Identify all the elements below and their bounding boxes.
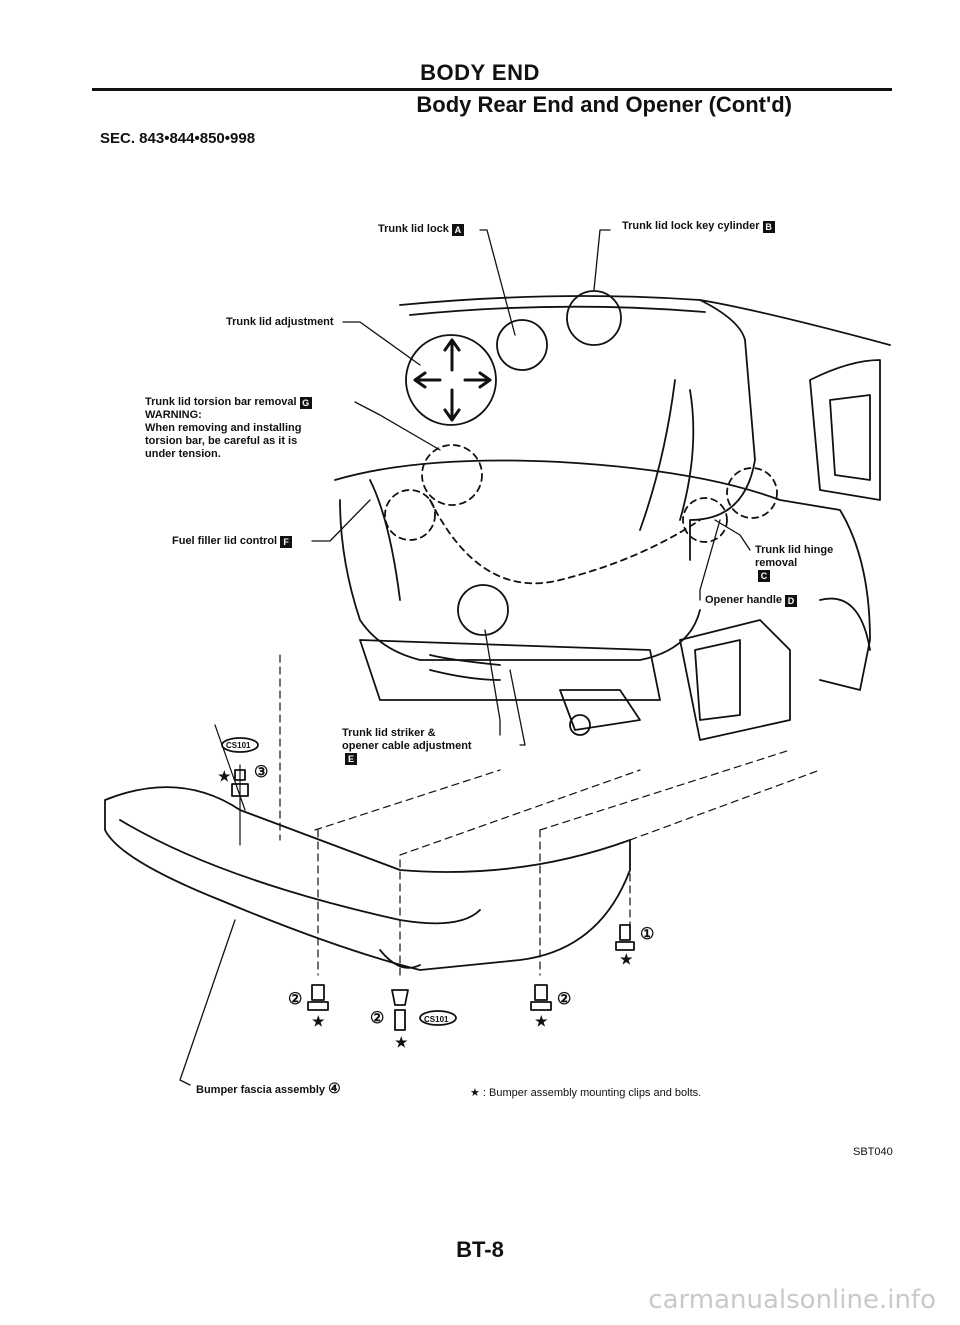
bolt-3 xyxy=(231,769,249,797)
detail-striker xyxy=(457,584,509,636)
detail-lock xyxy=(496,319,548,371)
label-bumper-fascia: Bumper fascia assembly ④ xyxy=(196,1080,341,1096)
detail-fuel xyxy=(384,489,436,541)
figure-code: SBT040 xyxy=(853,1146,893,1158)
letter-badge: D xyxy=(785,595,798,607)
wheel-arch xyxy=(819,597,871,651)
callout-3: ③ xyxy=(254,764,269,781)
detail-hinge xyxy=(726,467,778,519)
star-marker: ★ xyxy=(535,1013,548,1029)
letter-badge: E xyxy=(345,753,357,765)
label-adjustment: Trunk lid adjustment xyxy=(226,316,334,328)
callout-2-center: ② xyxy=(370,1010,385,1027)
callout-4: ④ xyxy=(328,1080,341,1096)
callout-2-right: ② xyxy=(557,991,572,1008)
detail-adjust xyxy=(405,334,497,426)
letter-badge: G xyxy=(299,397,312,409)
callout-1: ① xyxy=(640,926,655,943)
letter-badge: C xyxy=(758,570,770,582)
bumper-fascia xyxy=(104,786,631,971)
header-subtitle: Body Rear End and Opener (Cont'd) xyxy=(416,92,792,117)
trunk-lid xyxy=(399,295,756,561)
letter-badge: A xyxy=(451,224,464,236)
legend-note: ★ : Bumper assembly mounting clips and b… xyxy=(470,1087,702,1099)
bolt-1 xyxy=(615,924,635,951)
star-marker: ★ xyxy=(620,951,633,967)
watermark: carmanualsonline.info xyxy=(648,1285,936,1315)
callout-cs101-left: CS101 xyxy=(226,741,251,750)
detail-torsion xyxy=(421,444,483,506)
header-title: BODY END xyxy=(420,60,540,85)
star-marker: ★ xyxy=(312,1013,325,1029)
car-body xyxy=(334,459,871,691)
star-marker: ★ xyxy=(218,768,231,784)
detail-key-cylinder xyxy=(566,290,622,346)
rear-panel xyxy=(359,639,661,701)
letter-badge: F xyxy=(280,536,293,548)
page-number: BT-8 xyxy=(456,1237,504,1262)
callout-2-left: ② xyxy=(288,991,303,1008)
hinge-arm xyxy=(679,389,695,521)
letter-badge: B xyxy=(762,221,775,233)
label-striker: Trunk lid striker & opener cable adjustm… xyxy=(342,727,472,765)
bolt-2b xyxy=(530,984,552,1011)
section-number: SEC. 843•844•850•998 xyxy=(100,130,256,147)
star-marker: ★ xyxy=(395,1034,408,1050)
detail-handle xyxy=(682,497,728,543)
header-rule xyxy=(92,88,892,91)
clip-cs101-bottom xyxy=(391,989,457,1031)
callout-cs101-bottom: CS101 xyxy=(424,1015,449,1024)
clip-cs101-left xyxy=(221,737,259,753)
bolt-2a xyxy=(307,984,329,1011)
